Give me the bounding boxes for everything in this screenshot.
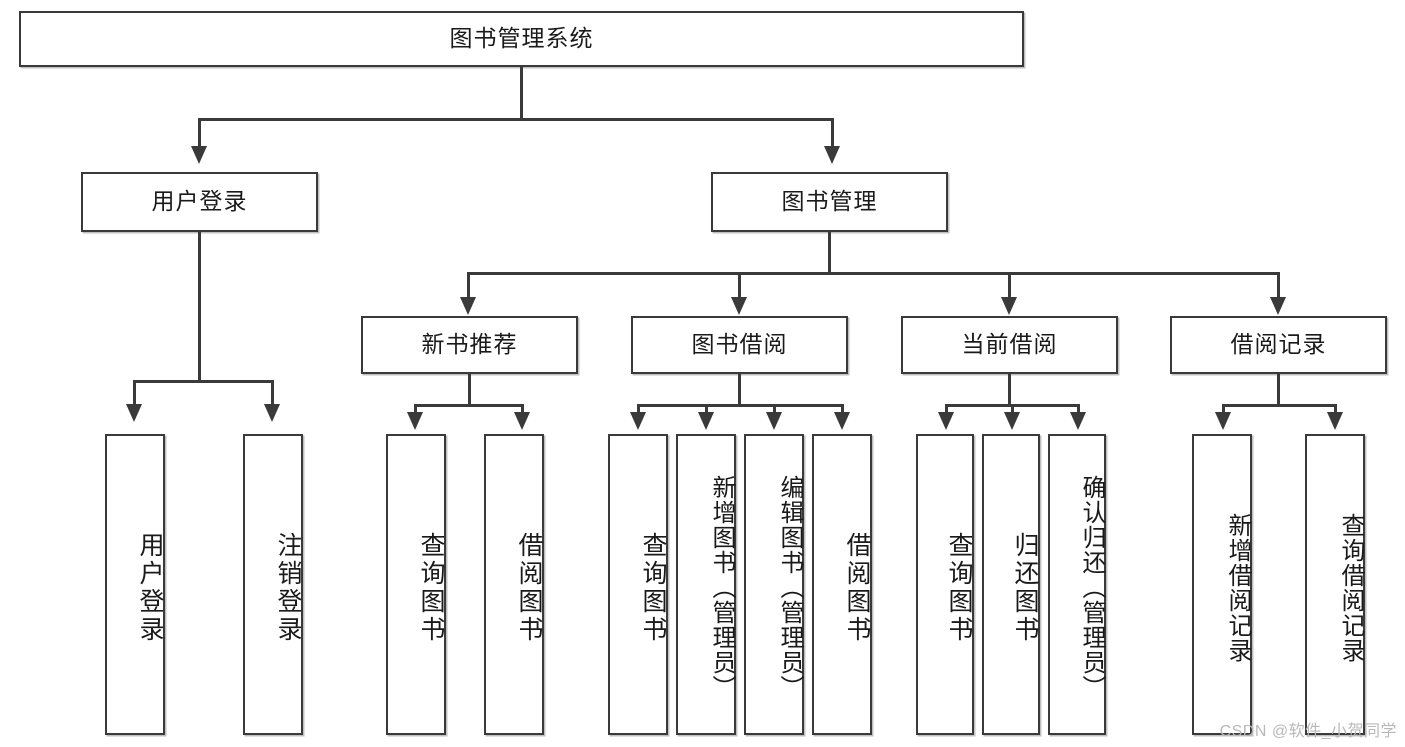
arrow-to-book-mgmt (824, 146, 840, 164)
edge-borrow-drop-4 (841, 404, 844, 416)
edge-borrow-drop-3 (773, 404, 776, 416)
node-book-borrow[interactable]: 图书借阅 (631, 316, 848, 374)
arrow-recommend-leaf-1 (407, 412, 423, 430)
edge-current-drop-1 (945, 404, 948, 416)
edge-root-to-book-mgmt (831, 118, 834, 148)
node-label: 图书管理 (781, 188, 878, 215)
arrow-to-current-borrow (1001, 297, 1017, 315)
node-label: 图书借阅 (691, 331, 788, 358)
node-label: 用户登录 (136, 531, 164, 644)
node-label: 借阅记录 (1230, 331, 1327, 358)
edge-root-bus (198, 118, 834, 121)
edge-record-drop-1 (1222, 404, 1225, 416)
edge-record-drop-2 (1334, 404, 1337, 416)
edge-book-mgmt-stem (828, 232, 831, 274)
edge-current-drop-2 (1011, 404, 1014, 416)
edge-recommend-stem (468, 374, 471, 406)
edge-book-mgmt-drop-3 (1008, 272, 1011, 300)
leaf-user-login-logout[interactable]: 注销登录 (243, 434, 303, 735)
edge-record-stem (1277, 374, 1280, 406)
node-user-login[interactable]: 用户登录 (81, 172, 318, 232)
edge-user-login-drop-1 (133, 380, 136, 406)
leaf-user-login-login[interactable]: 用户登录 (105, 434, 165, 735)
edge-book-mgmt-drop-4 (1277, 272, 1280, 300)
leaf-borrow-query-book[interactable]: 查询图书 (608, 434, 668, 735)
node-label: 查询图书 (417, 531, 445, 644)
node-label: 查询图书 (945, 531, 973, 644)
arrow-borrow-leaf-2 (698, 412, 714, 430)
node-label: 归还图书 (1011, 531, 1039, 644)
leaf-recommend-borrow-book[interactable]: 借阅图书 (484, 434, 544, 735)
node-label: 确认归还（管理员） (1078, 475, 1105, 700)
arrow-to-borrow-record (1270, 297, 1286, 315)
edge-recommend-drop-1 (414, 404, 417, 416)
node-root-system[interactable]: 图书管理系统 (19, 11, 1024, 67)
edge-root-stem (520, 67, 523, 119)
node-book-management[interactable]: 图书管理 (711, 172, 948, 232)
arrow-to-user-login (191, 146, 207, 164)
node-label: 新书推荐 (421, 331, 518, 358)
leaf-borrow-borrow-book[interactable]: 借阅图书 (812, 434, 872, 735)
leaf-borrow-edit-book-admin[interactable]: 编辑图书（管理员） (744, 434, 804, 735)
edge-book-mgmt-drop-1 (467, 272, 470, 300)
edge-book-mgmt-drop-2 (738, 272, 741, 300)
node-label: 编辑图书（管理员） (776, 475, 803, 700)
node-borrow-record[interactable]: 借阅记录 (1170, 316, 1387, 374)
edge-user-login-drop-2 (271, 380, 274, 406)
leaf-current-confirm-return-admin[interactable]: 确认归还（管理员） (1048, 434, 1106, 735)
node-current-borrow[interactable]: 当前借阅 (901, 316, 1118, 374)
node-label: 新增图书（管理员） (708, 475, 735, 700)
edge-root-to-user-login (198, 118, 201, 148)
arrow-record-leaf-2 (1327, 412, 1343, 430)
arrow-borrow-leaf-1 (630, 412, 646, 430)
arrow-record-leaf-1 (1215, 412, 1231, 430)
node-label: 注销登录 (274, 531, 302, 644)
leaf-current-return-book[interactable]: 归还图书 (982, 434, 1040, 735)
edge-recommend-drop-2 (521, 404, 524, 416)
edge-user-login-stem (198, 232, 201, 382)
arrow-current-leaf-1 (938, 412, 954, 430)
leaf-record-query-record[interactable]: 查询借阅记录 (1305, 434, 1365, 735)
node-new-book-recommend[interactable]: 新书推荐 (361, 316, 578, 374)
arrow-to-book-borrow (731, 297, 747, 315)
edge-record-bus (1222, 404, 1337, 407)
node-label: 借阅图书 (515, 531, 543, 644)
leaf-current-query-book[interactable]: 查询图书 (916, 434, 974, 735)
arrow-user-login-leaf-1 (126, 404, 142, 422)
node-label: 查询借阅记录 (1337, 512, 1364, 663)
arrow-current-leaf-2 (1004, 412, 1020, 430)
node-label: 当前借阅 (961, 331, 1058, 358)
edge-borrow-bus (637, 404, 843, 407)
node-label: 图书管理系统 (449, 25, 594, 52)
arrow-recommend-leaf-2 (514, 412, 530, 430)
edge-book-mgmt-bus (467, 272, 1279, 275)
arrow-current-leaf-3 (1070, 412, 1086, 430)
edge-recommend-bus (414, 404, 524, 407)
node-label: 用户登录 (151, 188, 248, 215)
arrow-to-new-book-recommend (460, 297, 476, 315)
edge-user-login-bus (133, 380, 273, 383)
edge-current-drop-3 (1077, 404, 1080, 416)
node-label: 查询图书 (639, 531, 667, 644)
edge-borrow-drop-2 (705, 404, 708, 416)
leaf-recommend-query-book[interactable]: 查询图书 (386, 434, 446, 735)
edge-current-stem (1008, 374, 1011, 406)
leaf-record-add-record[interactable]: 新增借阅记录 (1192, 434, 1252, 735)
node-label: 新增借阅记录 (1224, 512, 1251, 663)
node-label: 借阅图书 (843, 531, 871, 644)
leaf-borrow-add-book-admin[interactable]: 新增图书（管理员） (676, 434, 736, 735)
arrow-borrow-leaf-4 (834, 412, 850, 430)
arrow-borrow-leaf-3 (766, 412, 782, 430)
arrow-user-login-leaf-2 (264, 404, 280, 422)
edge-borrow-stem (738, 374, 741, 406)
edge-borrow-drop-1 (637, 404, 640, 416)
